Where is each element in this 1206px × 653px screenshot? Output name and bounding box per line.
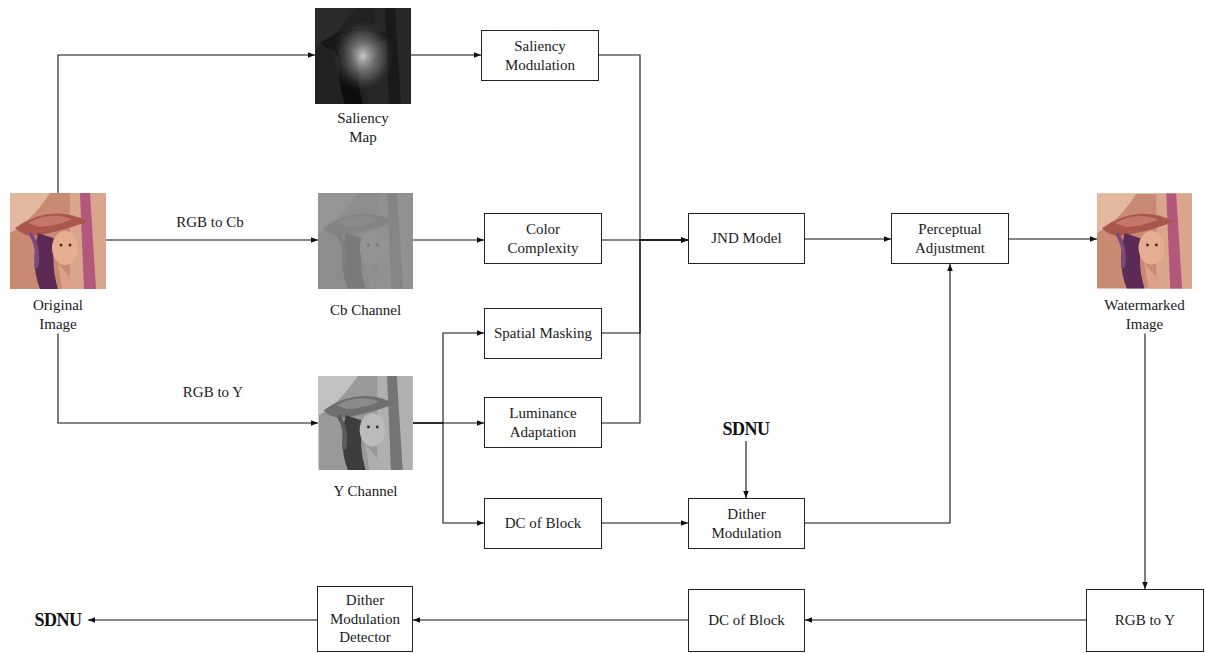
image-caption: Cb Channel — [318, 301, 413, 320]
image-node: Original Image — [10, 193, 106, 334]
box-label: JND Model — [711, 229, 781, 248]
image-node: Cb Channel — [318, 193, 413, 320]
box-label: DC of Block — [505, 514, 582, 533]
connector-arrow — [602, 522, 688, 523]
box-label: Dither Modulation — [705, 505, 789, 543]
connector-arrow — [58, 55, 315, 193]
image-caption: Y Channel — [318, 482, 413, 501]
saliency-map-picture — [315, 8, 411, 104]
process-box: Saliency Modulation — [481, 30, 599, 81]
process-box: DC of Block — [688, 589, 805, 652]
connector-arrow — [106, 239, 318, 240]
connector-arrow — [413, 239, 484, 240]
edge-label: RGB to Y — [181, 383, 245, 402]
box-label: RGB to Y — [1115, 611, 1175, 630]
process-box: JND Model — [688, 213, 805, 264]
logo-text: SDNU — [722, 418, 769, 441]
connector-arrow — [413, 333, 484, 423]
connector-arrow — [805, 619, 1086, 620]
process-box: Spatial Masking — [484, 308, 602, 359]
image-node: Y Channel — [318, 376, 413, 501]
logo-text: SDNU — [34, 609, 81, 632]
connector-arrow — [599, 55, 688, 240]
connector-arrow — [88, 619, 317, 620]
box-label: Dither Modulation Detector — [324, 591, 406, 647]
cb-channel-picture — [318, 193, 413, 289]
connector-arrow — [602, 240, 688, 423]
connector-arrow — [745, 441, 746, 498]
box-label: Color Complexity — [491, 220, 595, 258]
process-box: RGB to Y — [1086, 589, 1204, 652]
connector-arrow — [805, 264, 950, 523]
connector-arrow — [58, 334, 318, 424]
process-box: Dither Modulation — [688, 498, 805, 549]
image-node: Saliency Map — [315, 8, 411, 147]
process-box: DC of Block — [484, 498, 602, 549]
process-box: Perceptual Adjustment — [891, 213, 1009, 264]
edge-label: RGB to Cb — [174, 213, 246, 232]
watermarked-picture — [1097, 194, 1192, 289]
connector-arrow — [413, 619, 688, 620]
box-label: DC of Block — [708, 611, 785, 630]
process-box: Color Complexity — [484, 213, 602, 264]
image-node: Watermarked Image — [1097, 193, 1192, 334]
connector-arrow — [413, 423, 484, 523]
connector-arrow — [1009, 238, 1097, 239]
box-label: Luminance Adaptation — [497, 404, 589, 442]
box-label: Perceptual Adjustment — [904, 220, 996, 258]
connector-arrow — [1144, 334, 1145, 590]
connector-arrow — [602, 240, 688, 333]
connector-arrow — [411, 54, 481, 55]
process-box: Luminance Adaptation — [484, 397, 602, 448]
image-caption: Watermarked Image — [1097, 296, 1192, 334]
image-caption: Original Image — [22, 296, 94, 334]
box-label: Spatial Masking — [494, 324, 592, 343]
process-box: Dither Modulation Detector — [317, 586, 413, 652]
original-picture — [10, 193, 106, 289]
image-caption: Saliency Map — [327, 109, 399, 147]
watermark-logo: SDNU — [716, 417, 776, 441]
connector-arrow — [805, 238, 891, 239]
watermark-logo: SDNU — [28, 608, 88, 632]
y-channel-picture — [319, 376, 413, 470]
box-label: Saliency Modulation — [498, 37, 582, 75]
